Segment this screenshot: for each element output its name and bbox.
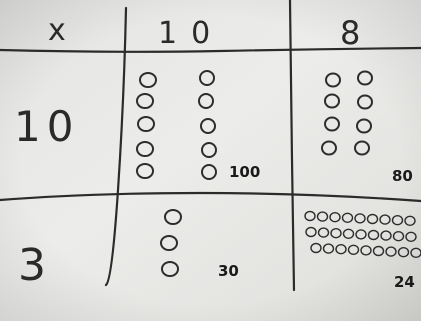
- product-label-30: 30: [218, 262, 239, 280]
- corner-symbol: x: [48, 13, 66, 48]
- product-label-24: 24: [394, 273, 415, 291]
- column-header-10: 10: [158, 16, 224, 51]
- product-label-100: 100: [229, 163, 260, 181]
- row-header-10: 10: [14, 102, 79, 151]
- product-label-80: 80: [392, 167, 413, 185]
- column-header-8: 8: [340, 14, 360, 52]
- row-header-3: 3: [18, 240, 46, 291]
